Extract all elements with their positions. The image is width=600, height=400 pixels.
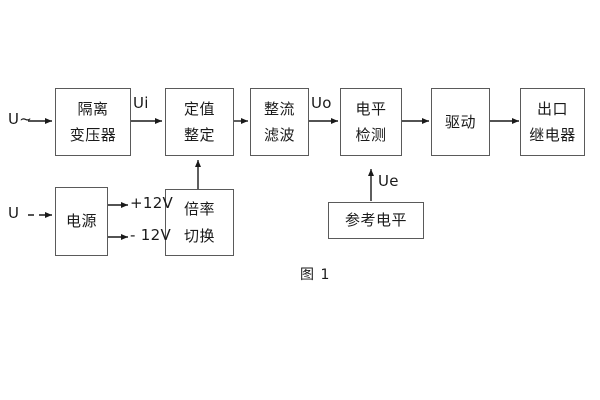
block-setting-value-line1: 定值 [183,99,215,118]
label-input-ac: U~ [8,110,33,128]
block-output-relay-line1: 出口 [536,99,568,118]
label-rail-positive: +12V [130,194,174,212]
block-power-supply: 电源 [55,187,108,256]
block-isolation-transformer-line2: 变压器 [69,126,117,144]
block-rectify-filter: 整流 滤波 [250,88,309,156]
label-rail-negative: - 12V [130,226,172,244]
block-level-detect-line1: 电平 [355,99,387,118]
block-output-relay: 出口 继电器 [520,88,585,156]
block-power-supply-line1: 电源 [65,212,97,231]
label-uo: Uo [311,94,332,112]
block-level-detect-line2: 检测 [355,126,387,144]
block-isolation-transformer: 隔离 变压器 [55,88,131,156]
block-multiplier-switch: 倍率 切换 [165,189,234,256]
block-rectify-filter-line2: 滤波 [263,126,295,144]
block-setting-value: 定值 整定 [165,88,234,156]
label-ue: Ue [378,172,399,190]
block-output-relay-line2: 继电器 [529,126,576,144]
block-multiplier-switch-line2: 切换 [183,226,215,245]
block-level-detect: 电平 检测 [340,88,402,156]
block-multiplier-switch-line1: 倍率 [183,200,215,219]
label-ui: Ui [133,94,149,112]
block-reference-level-line1: 参考电平 [344,211,407,230]
figure-caption: 图 1 [300,267,331,283]
block-setting-value-line2: 整定 [183,126,215,144]
block-isolation-transformer-line1: 隔离 [77,99,109,118]
label-input-dc: U [8,204,20,222]
block-drive: 驱动 [431,88,490,156]
block-rectify-filter-line1: 整流 [263,99,295,118]
block-reference-level: 参考电平 [328,202,424,239]
block-drive-line1: 驱动 [444,112,476,131]
